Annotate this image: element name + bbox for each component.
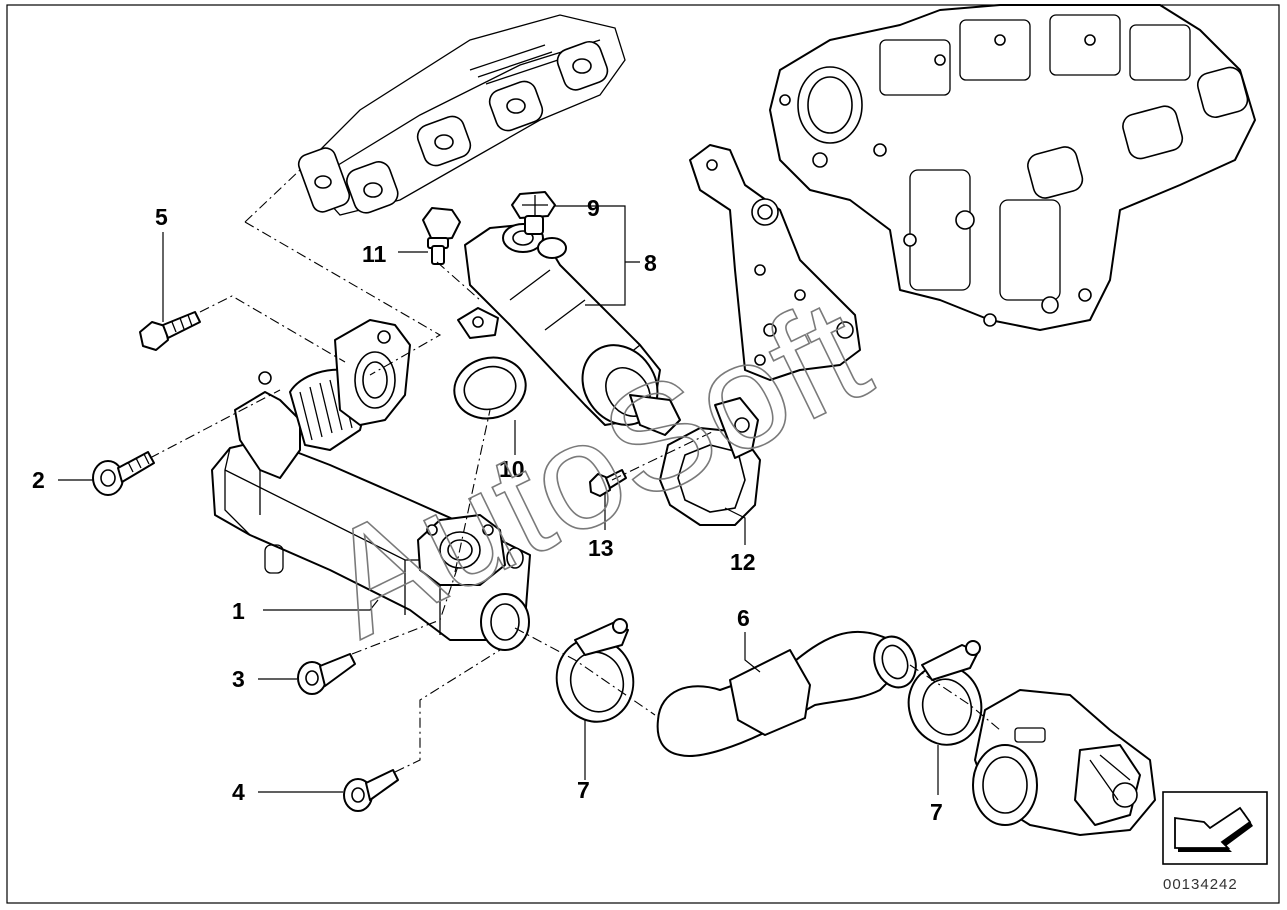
callout-11: 11 xyxy=(362,241,387,267)
cylinder-head xyxy=(769,4,1256,331)
leader-lines xyxy=(58,205,939,795)
bolt-4 xyxy=(343,769,399,812)
callout-1: 1 xyxy=(232,598,245,624)
mounting-bracket xyxy=(689,144,861,381)
screw-plug xyxy=(511,191,556,235)
callout-7-right: 7 xyxy=(930,799,943,825)
clamp-left xyxy=(555,618,635,723)
gasket-ring xyxy=(453,356,527,420)
callouts: 1 2 3 4 5 6 7 7 8 9 10 11 12 13 xyxy=(32,195,943,825)
screw-5 xyxy=(139,311,201,351)
bolt-2 xyxy=(92,451,155,496)
callout-10: 10 xyxy=(499,456,525,482)
egr-hose xyxy=(656,630,917,757)
callout-9: 9 xyxy=(587,195,600,221)
callout-6: 6 xyxy=(737,605,750,631)
bolt-hex xyxy=(422,207,461,265)
screw-3 xyxy=(297,653,356,695)
diagram-frame xyxy=(6,4,1280,904)
callout-12: 12 xyxy=(730,549,756,575)
front-direction-arrow-icon xyxy=(1162,791,1268,865)
exhaust-manifold xyxy=(297,14,626,216)
hose-clamp xyxy=(659,397,761,526)
assembly-lines xyxy=(149,169,1001,773)
callout-8: 8 xyxy=(644,250,657,276)
callout-5: 5 xyxy=(155,204,168,230)
callout-2: 2 xyxy=(32,467,45,493)
diagram-code: 00134242 xyxy=(1163,876,1238,893)
throttle-housing xyxy=(972,689,1156,836)
callout-13: 13 xyxy=(588,535,614,561)
callout-3: 3 xyxy=(232,666,245,692)
screw-13 xyxy=(589,469,627,497)
clamp-right xyxy=(907,640,983,746)
callout-7-left: 7 xyxy=(577,777,590,803)
callout-4: 4 xyxy=(232,779,245,805)
egr-valve xyxy=(457,223,681,436)
